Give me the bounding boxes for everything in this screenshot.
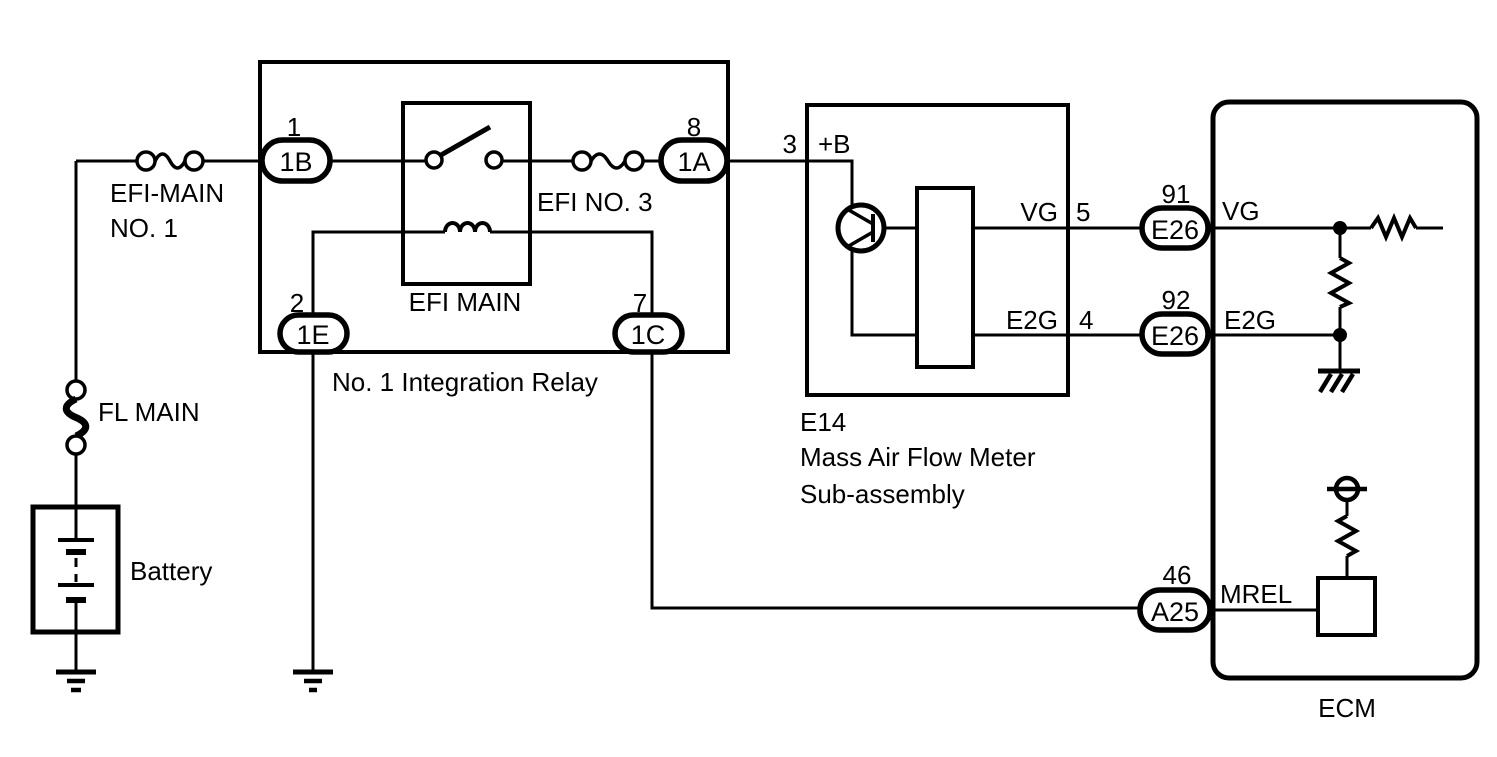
terminal-1b: 1B 1 <box>259 112 333 184</box>
maf-name-line1: Mass Air Flow Meter <box>800 442 1036 472</box>
fuse-efi-no3 <box>571 150 663 172</box>
fl-main-label: FL MAIN <box>98 397 200 427</box>
ground-battery <box>56 669 96 693</box>
maf-pin-b-number: 3 <box>783 129 797 159</box>
ecm-label: ECM <box>1318 693 1376 723</box>
maf-box <box>805 103 1070 397</box>
ecm-e2g-signal: E2G <box>1224 305 1276 335</box>
connector-e26-vg: E26 91 <box>1139 179 1211 251</box>
connector-e26-e2g-code: E26 <box>1151 321 1199 351</box>
ecm-box <box>1210 99 1480 681</box>
fuse-efi-main-label-line2: NO. 1 <box>110 213 178 243</box>
maf-vg-label: VG <box>1020 197 1058 227</box>
battery-label: Battery <box>130 556 212 586</box>
terminal-1b-code: 1B <box>279 147 312 177</box>
maf-code: E14 <box>800 407 846 437</box>
connector-a25-pin: 46 <box>1163 560 1192 590</box>
relay-coil <box>311 221 654 316</box>
maf-pin-b-label: +B <box>818 129 851 159</box>
ground-ecm-chassis <box>1318 368 1360 394</box>
connector-a25-code: A25 <box>1151 597 1199 627</box>
maf-vg-pin: 5 <box>1076 197 1090 227</box>
wire-battery-feed <box>74 159 262 507</box>
wire-1c-to-a25 <box>650 352 1140 610</box>
ground-relay-1e <box>293 669 333 693</box>
battery-symbol <box>30 504 121 670</box>
terminal-1e-code: 1E <box>296 320 329 350</box>
maf-transistor-icon <box>835 202 887 254</box>
terminal-1a-pin: 8 <box>687 112 701 142</box>
connector-e26-e2g: E26 92 <box>1139 285 1211 357</box>
maf-e2g-label: E2G <box>1006 305 1058 335</box>
terminal-1e-pin: 2 <box>290 288 304 318</box>
fuse-efi-main-label-line1: EFI-MAIN <box>110 178 224 208</box>
fusible-link-fl-main <box>62 379 90 456</box>
terminal-1e: 1E 2 <box>277 288 350 355</box>
terminal-1c-pin: 7 <box>633 288 647 318</box>
terminal-1c: 1C 7 <box>612 288 685 355</box>
terminal-1c-code: 1C <box>631 320 666 350</box>
connector-a25-mrel: A25 46 <box>1137 560 1213 633</box>
ecm-vg-signal: VG <box>1222 196 1260 226</box>
maf-e2g-pin: 4 <box>1079 305 1093 335</box>
connector-e26-vg-code: E26 <box>1151 215 1199 245</box>
terminal-1b-pin: 1 <box>287 112 301 142</box>
fuse-efi-main-no1 <box>135 150 205 172</box>
fuse-efi-no3-label: EFI NO. 3 <box>537 187 653 217</box>
connector-e26-vg-pin: 91 <box>1162 179 1191 209</box>
connector-e26-e2g-pin: 92 <box>1162 285 1191 315</box>
ecm-mrel-signal: MREL <box>1220 579 1292 609</box>
relay-inner-label: EFI MAIN <box>409 287 522 317</box>
maf-internal-circuit <box>807 159 1142 369</box>
ecm-mrel-circuit <box>1210 475 1377 637</box>
integration-relay-box <box>258 60 730 354</box>
maf-name-line2: Sub-assembly <box>800 479 965 509</box>
relay-title: No. 1 Integration Relay <box>332 367 598 397</box>
terminal-1a-code: 1A <box>677 147 710 177</box>
ecm-vg-e2g-circuit <box>1208 212 1443 371</box>
terminal-1a: 1A 8 <box>658 112 730 184</box>
relay-switch <box>330 124 573 170</box>
